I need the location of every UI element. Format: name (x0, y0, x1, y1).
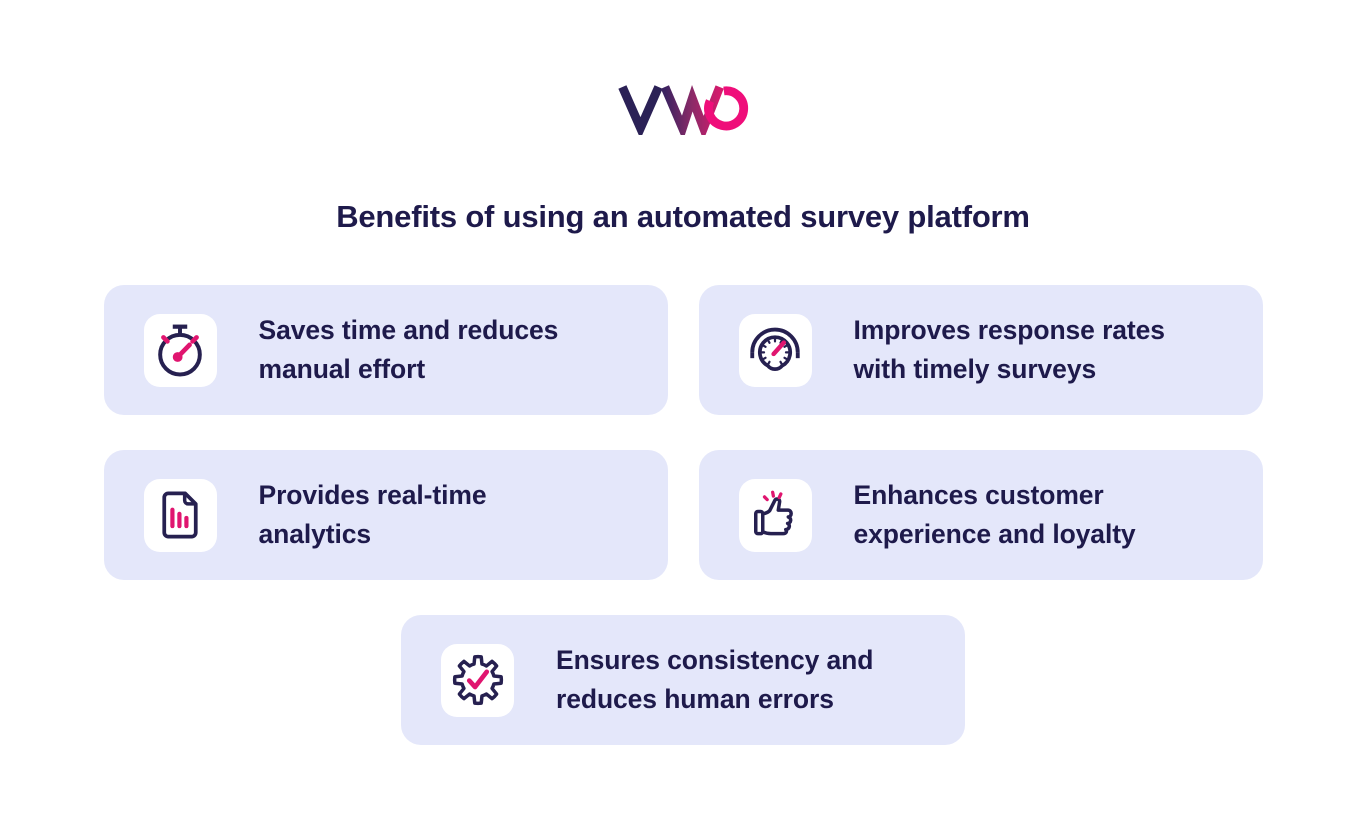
vwo-logo (0, 0, 1366, 135)
document-chart-icon (152, 487, 208, 543)
icon-box (441, 643, 514, 717)
logo-letter-v (617, 85, 663, 135)
icon-box (738, 313, 812, 387)
icon-box (143, 313, 217, 387)
thumbs-up-icon (747, 487, 803, 543)
gear-check-icon (450, 652, 506, 708)
icon-box (143, 478, 217, 552)
gauge-icon (747, 322, 803, 378)
icon-box (738, 478, 812, 552)
page-title: Benefits of using an automated survey pl… (336, 199, 1030, 234)
logo-letter-o (703, 86, 748, 131)
stopwatch-icon (152, 322, 208, 378)
